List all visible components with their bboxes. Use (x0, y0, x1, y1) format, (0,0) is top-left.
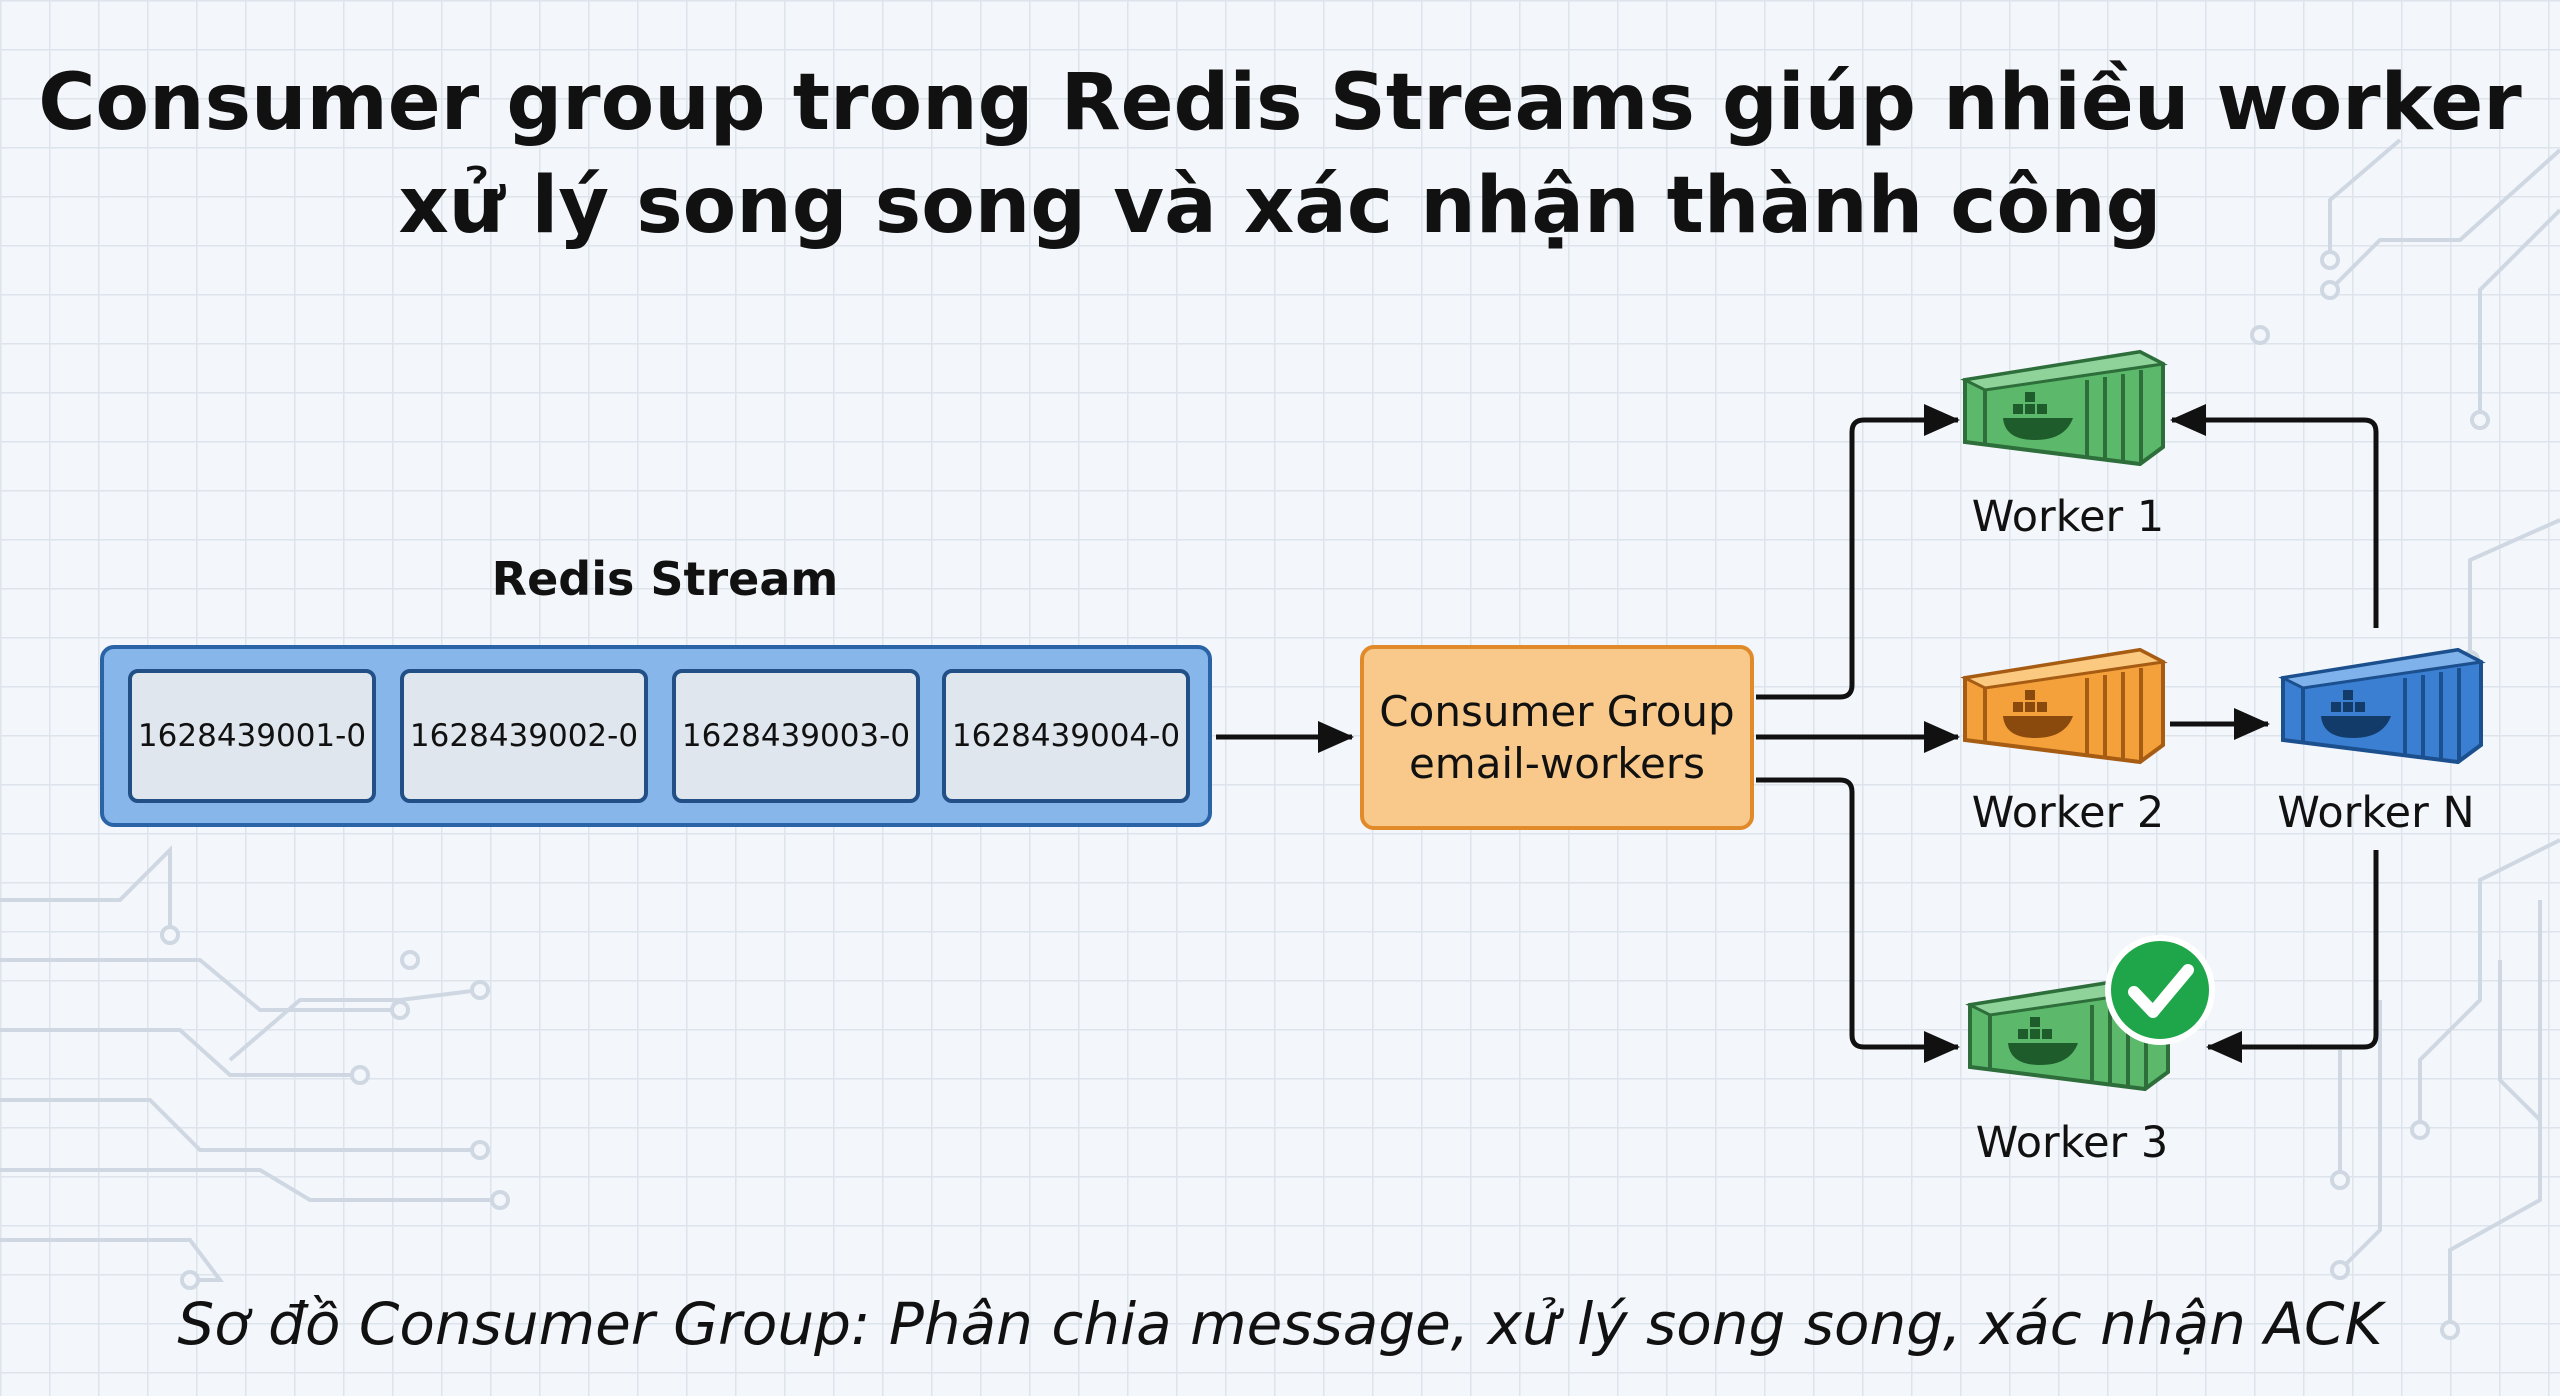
diagram-caption: Sơ đồ Consumer Group: Phân chia message,… (177, 1290, 2383, 1358)
circuit-decoration (0, 138, 2560, 1330)
consumer-group-name: email-workers (1408, 738, 1706, 788)
worker-1-label: Worker 1 (1971, 492, 2165, 542)
title-line-2: xử lý song song và xác nhận thành công (398, 161, 2162, 251)
stream-message-2: 1628439002-0 (400, 669, 648, 803)
stream-message-3: 1628439003-0 (672, 669, 920, 803)
consumer-group-box: Consumer Group email-workers (1360, 645, 1754, 830)
arrow-worker-n-to-worker-1 (2170, 404, 2379, 628)
stream-message-1: 1628439001-0 (128, 669, 376, 803)
consumer-group-title: Consumer Group (1379, 686, 1735, 736)
redis-stream-label: Redis Stream (491, 552, 839, 606)
ack-check-icon (2105, 935, 2215, 1045)
worker-n-label: Worker N (2277, 788, 2475, 838)
page-title: Consumer group trong Redis Streams giúp … (0, 52, 2560, 258)
worker-3-label: Worker 3 (1975, 1118, 2169, 1168)
arrow-group-to-worker-3 (1756, 777, 1960, 1063)
arrow-group-to-worker-1 (1756, 404, 1960, 700)
arrow-worker-n-to-worker-3 (2206, 850, 2379, 1063)
redis-stream-box: 1628439001-0 1628439002-0 1628439003-0 1… (100, 645, 1212, 827)
worker-1-container-icon (1960, 349, 2168, 467)
connectors (1216, 404, 2379, 1063)
stream-message-4: 1628439004-0 (942, 669, 1190, 803)
worker-2-container-icon (1960, 647, 2168, 765)
worker-n-container-icon (2278, 647, 2486, 765)
title-line-1: Consumer group trong Redis Streams giúp … (38, 58, 2522, 148)
worker-2-label: Worker 2 (1971, 788, 2165, 838)
